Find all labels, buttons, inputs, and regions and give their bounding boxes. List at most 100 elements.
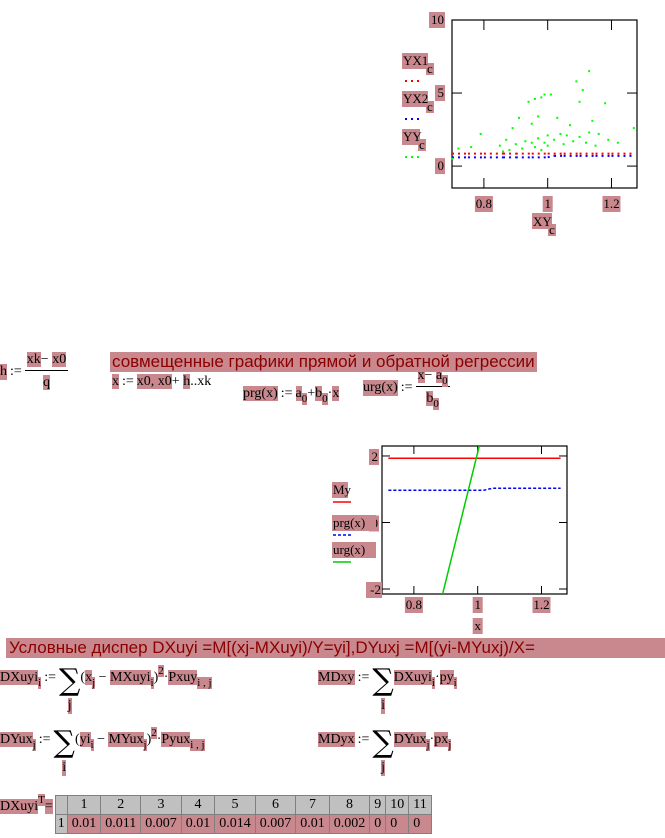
x-tick-label: 1: [544, 196, 551, 211]
legend-swatch: [405, 156, 407, 158]
eval-op: =: [44, 799, 53, 814]
range-start: x0, x0: [136, 374, 172, 389]
y-tick-label: 0: [438, 158, 445, 173]
highlight: [366, 582, 382, 599]
matrix-cell[interactable]: 0: [369, 814, 387, 834]
var-pyux: Pyux: [161, 732, 191, 747]
series-YY-point: [616, 141, 619, 144]
matrix-cell[interactable]: 0.002: [328, 814, 371, 834]
highlight: [369, 448, 379, 465]
y-tick-label-group: 2: [369, 448, 379, 465]
matrix-cell[interactable]: 0.01: [66, 814, 102, 834]
exponent: 2: [158, 665, 164, 677]
legend-swatch: [417, 156, 419, 158]
x-tick-label-group: 1: [472, 597, 483, 613]
highlight: [472, 597, 483, 613]
subscript: i: [453, 677, 457, 689]
var-dxuyi: DXuyi: [393, 670, 432, 685]
series-YY-point: [546, 144, 549, 147]
sum-symbol: ∑: [58, 663, 81, 698]
matrix-cell[interactable]: 0.011: [100, 814, 142, 834]
assign-op: :=: [400, 379, 413, 395]
column-header: 6: [254, 795, 297, 815]
highlight: [548, 224, 556, 236]
legend-label: My: [333, 482, 352, 497]
var-xk: xk: [26, 352, 41, 367]
var-dxuyi: DXuyi: [0, 799, 39, 814]
series-YY-point: [521, 147, 524, 150]
column-header: 9: [369, 795, 387, 815]
var-mxuyi: MXuyi: [110, 670, 151, 685]
highlight: [429, 12, 445, 28]
legend-swatch: [417, 80, 419, 82]
highlight: [435, 85, 445, 102]
func-prg: prg(x): [243, 386, 278, 401]
series-YY-point: [530, 141, 533, 144]
y-tick-label-group: 5: [435, 85, 445, 102]
y-tick-label-group: 10: [429, 12, 445, 28]
series-YY-point: [514, 143, 517, 146]
matrix-cell[interactable]: 0.01: [295, 814, 330, 834]
fraction: xk− x0 q: [24, 352, 69, 391]
subscript: 0: [433, 398, 439, 410]
subscript: i: [38, 677, 42, 689]
legend-swatch: [411, 156, 413, 158]
series-YY-point: [540, 96, 543, 99]
series-YY-point: [451, 157, 453, 160]
mult-op: ·: [327, 386, 333, 401]
matrix-cell[interactable]: 0: [385, 814, 410, 834]
legend-swatch: [405, 118, 407, 120]
x-tick-label: 1.2: [533, 597, 549, 612]
subscript: j: [143, 739, 147, 751]
var-h-ref: h: [183, 374, 191, 389]
column-header: 11: [408, 795, 432, 815]
legend-swatch: [411, 118, 413, 120]
matrix-cell[interactable]: 0.014: [214, 814, 256, 834]
x-tick-label-group: 0.8: [474, 196, 493, 212]
x-tick-label-group: 0.8: [404, 597, 423, 613]
series-YY-point: [511, 127, 514, 130]
x-tick-label-group: 1: [542, 196, 553, 212]
formula-h: h := xk− x0 q: [0, 352, 69, 391]
series-YX2-segment: [547, 154, 555, 159]
series-YY-point: [530, 122, 533, 125]
mult-op: ·: [429, 732, 435, 747]
subscript: i , j: [197, 677, 212, 689]
matrix-cell[interactable]: 0.01: [180, 814, 216, 834]
plot-frame: [451, 19, 638, 189]
column-header: 7: [295, 795, 330, 815]
column-header: 2: [100, 795, 142, 815]
subscript: i: [90, 739, 94, 751]
assign-op: :=: [122, 374, 134, 389]
sum-symbol: ∑: [53, 725, 75, 760]
legend-label: YX1: [403, 53, 428, 68]
column-header: 3: [140, 795, 182, 815]
formula-x-range: x:=x0, x0+ h..xk: [112, 374, 211, 390]
series-YY-point: [505, 138, 508, 141]
y-tick-label: 5: [438, 85, 445, 100]
var-px: px: [434, 732, 449, 747]
func-urg: urg(x): [363, 379, 398, 396]
highlight: [402, 53, 428, 69]
var-x0: x0: [52, 352, 67, 367]
subscript: j: [92, 677, 96, 689]
var-mdyx: MDyx: [318, 732, 355, 747]
x-axis-label: XYc: [532, 213, 556, 237]
var-x: x: [417, 368, 425, 383]
series-YY-point: [498, 144, 501, 147]
series-YY-point: [546, 134, 549, 137]
row-header: 1: [54, 814, 68, 834]
matrix-cell[interactable]: 0.007: [140, 814, 182, 834]
series-YY-point: [594, 144, 597, 147]
matrix-cell[interactable]: 0: [408, 814, 432, 834]
var-x: x: [85, 670, 93, 685]
series-YY-point: [569, 124, 572, 127]
y-tick-label: 10: [431, 12, 444, 27]
series-YY-point: [540, 149, 543, 152]
matrix-cell[interactable]: 0.007: [254, 814, 297, 834]
series-YY-point: [502, 150, 505, 153]
column-header: 1: [66, 795, 102, 815]
matrix-corner: [54, 795, 68, 815]
